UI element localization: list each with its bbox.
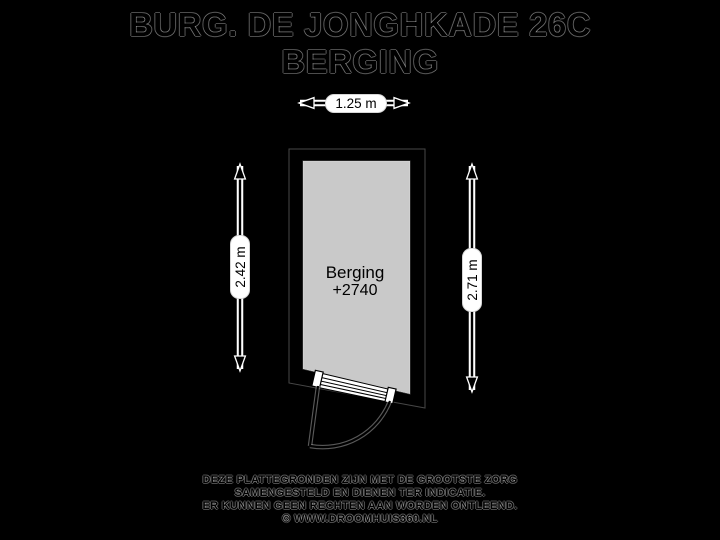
room-name: Berging	[325, 263, 385, 282]
disclaimer-line: SAMENGESTELD EN DIENEN TER INDICATIE.	[234, 486, 486, 499]
room-label: Berging +2740	[280, 263, 430, 300]
disclaimer: DEZE PLATTEGRONDEN ZIJN MET DE GROOTSTE …	[0, 474, 720, 526]
arrowhead-down-icon	[233, 355, 247, 373]
dimension-label-height-left: 2.42 m	[230, 235, 250, 299]
disclaimer-line: DEZE PLATTEGRONDEN ZIJN MET DE GROOTSTE …	[202, 474, 518, 486]
room-level: +2740	[332, 282, 378, 299]
door-post-left	[311, 369, 324, 389]
door-threshold	[311, 369, 397, 405]
arrowhead-right-icon	[393, 96, 411, 110]
dimension-label-width: 1.25 m	[325, 94, 387, 113]
page-title-address: BURG. DE JONGHKADE 26C	[128, 6, 592, 43]
room-floor	[303, 161, 410, 394]
arrowhead-down-icon	[465, 376, 479, 394]
disclaimer-copyright: © WWW.DROOMHUIS360.NL	[282, 512, 438, 525]
door-leaf	[308, 385, 320, 447]
dimension-label-height-right: 2.71 m	[462, 248, 482, 312]
arrowhead-up-icon	[465, 162, 479, 180]
page-title: BURG. DE JONGHKADE 26C BERGING	[0, 6, 720, 80]
page-title-room: BERGING	[281, 43, 439, 80]
arrowhead-up-icon	[233, 162, 247, 180]
door-arc	[309, 400, 392, 449]
room-walls	[288, 148, 426, 409]
arrowhead-left-icon	[297, 96, 315, 110]
disclaimer-line: ER KUNNEN GEEN RECHTEN AAN WORDEN ONTLEE…	[202, 499, 518, 512]
door-swing	[307, 385, 393, 450]
